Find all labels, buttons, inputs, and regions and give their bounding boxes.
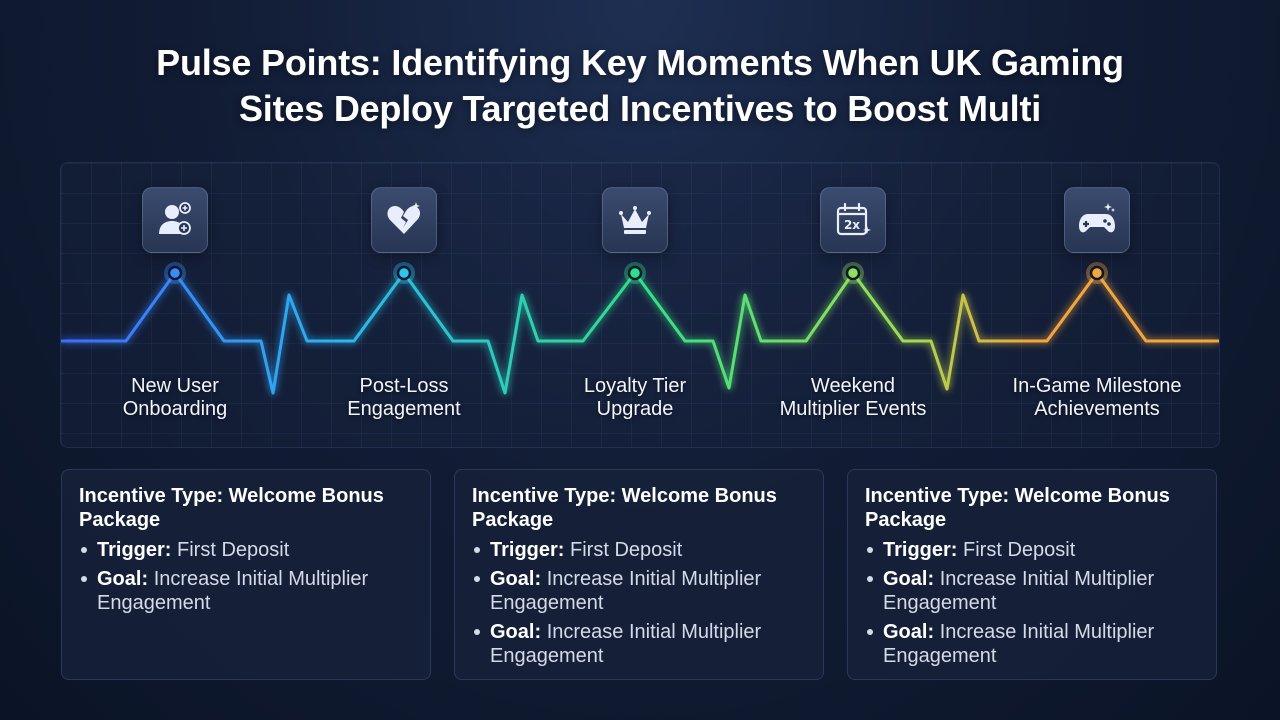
moment-post-loss-engagement: Post-Loss Engagement [299,187,509,421]
title-line-2: Sites Deploy Targeted Incentives to Boos… [238,88,1042,129]
svg-text:2x: 2x [844,218,860,232]
list-item: Trigger: First Deposit [865,538,1200,562]
title-line-1: Pulse Points: Identifying Key Moments Wh… [156,42,1124,83]
crown-icon [602,187,668,253]
list-item: Trigger: First Deposit [79,538,414,562]
gamepad-icon [1064,187,1130,253]
peak-marker [396,265,412,281]
list-item: Goal: Increase Initial Multiplier Engage… [79,567,414,615]
moment-loyalty-tier-upgrade: Loyalty Tier Upgrade [530,187,740,421]
moment-in-game-milestone-achievements: In-Game Milestone Achievements [992,187,1202,421]
list-item: Goal: Increase Initial Multiplier Engage… [865,567,1200,615]
card-list: Trigger: First Deposit Goal: Increase In… [472,538,807,668]
broken-heart-icon [371,187,437,253]
peak-marker [845,265,861,281]
peak-marker [1089,265,1105,281]
list-item: Goal: Increase Initial Multiplier Engage… [472,620,807,668]
page-title: Pulse Points: Identifying Key Moments Wh… [0,40,1280,132]
moment-label: In-Game Milestone Achievements [1012,375,1182,420]
list-item: Trigger: First Deposit [472,538,807,562]
pulse-line-chart [61,262,1219,395]
peak-marker [167,265,183,281]
moment-weekend-multiplier-events: 2x Weekend Multiplier Events [748,187,958,421]
moment-new-user-onboarding: New User Onboarding [70,187,280,421]
card-list: Trigger: First Deposit Goal: Increase In… [79,538,414,615]
list-item: Goal: Increase Initial Multiplier Engage… [472,567,807,615]
calendar-2x-icon: 2x [820,187,886,253]
list-item: Goal: Increase Initial Multiplier Engage… [865,620,1200,668]
moment-label: Post-Loss Engagement [347,375,461,420]
moment-label: Loyalty Tier Upgrade [583,375,687,420]
user-add-icon [142,187,208,253]
peak-marker [627,265,643,281]
pulse-timeline: New User Onboarding Post-Loss Engagement [60,162,1220,448]
card-list: Trigger: First Deposit Goal: Increase In… [865,538,1200,668]
moment-label: New User Onboarding [122,375,228,420]
moment-label: Weekend Multiplier Events [779,375,927,420]
